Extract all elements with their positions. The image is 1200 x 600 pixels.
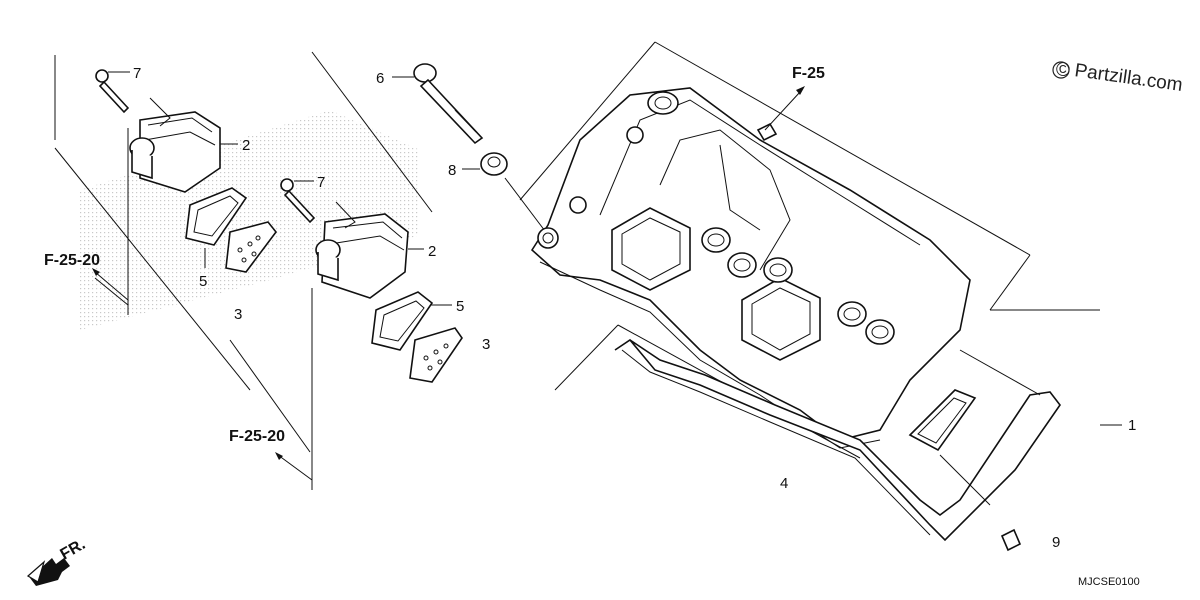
diagram-code: MJCSE0100 <box>1078 576 1140 588</box>
gasket-part <box>554 324 1061 542</box>
cover-left-part <box>225 221 278 273</box>
grommet-part <box>1000 528 1022 552</box>
callout-washer: 8 <box>448 162 456 179</box>
callout-seal-left: 5 <box>199 273 207 290</box>
cylinder-head-cover-part <box>519 41 1100 449</box>
callout-bolt-left: 7 <box>133 65 141 82</box>
washer-part <box>480 152 508 176</box>
bolt-left-part <box>95 69 130 114</box>
callout-bolt-right: 7 <box>317 174 325 191</box>
bolt-long-part <box>413 63 484 145</box>
callout-seal-right: 5 <box>456 298 464 315</box>
ref-left: F-25-20 <box>44 252 100 269</box>
front-label: FR. <box>58 536 89 564</box>
callout-coil-left: 2 <box>242 137 250 154</box>
coil-right-part <box>315 201 409 299</box>
front-arrow-icon <box>26 558 70 586</box>
seal-left-part <box>185 187 248 246</box>
left-coil-group <box>54 55 278 391</box>
cover-right-part <box>409 327 463 383</box>
callout-cover-left: 3 <box>234 306 242 323</box>
ref-top: F-25 <box>792 65 825 82</box>
callout-coil-right: 2 <box>428 243 436 260</box>
seal-right-part <box>371 291 434 351</box>
callout-grommet: 9 <box>1052 534 1060 551</box>
ref-middle: F-25-20 <box>229 428 285 445</box>
callout-cylinder-head-cover: 1 <box>1128 417 1136 434</box>
watermark-text: Partzilla.com <box>1073 60 1184 96</box>
callout-cover-right: 3 <box>482 336 490 353</box>
callout-bolt-long: 6 <box>376 70 384 87</box>
coil-left-part <box>129 97 221 193</box>
callout-gasket: 4 <box>780 475 788 492</box>
bolt-right-part <box>280 178 316 224</box>
middle-coil-group <box>229 51 463 490</box>
watermark-symbol: © <box>1056 60 1070 81</box>
